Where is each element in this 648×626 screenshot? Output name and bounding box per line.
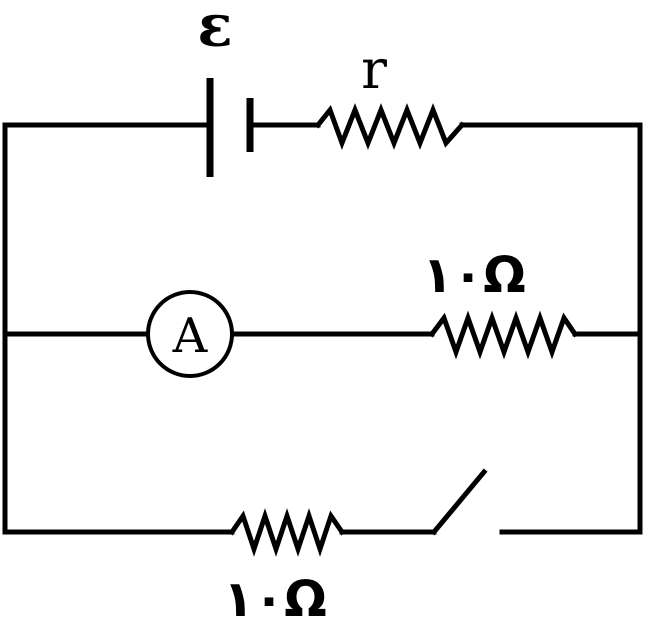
bottom-resistor xyxy=(228,508,346,557)
internal-resistor xyxy=(314,103,466,151)
right-wire xyxy=(459,122,643,535)
switch-lever xyxy=(430,468,488,536)
ammeter-circle xyxy=(146,290,234,378)
middle-resistor xyxy=(428,310,579,360)
middle-resistor-label: ١٠Ω xyxy=(422,246,526,304)
battery-symbol xyxy=(206,78,254,177)
wires xyxy=(2,122,643,535)
left-wire xyxy=(2,122,235,535)
ammeter-label: A xyxy=(172,308,209,364)
emf-label: ε xyxy=(197,0,232,60)
ammeter: A xyxy=(146,290,234,378)
internal-resistance-label: r xyxy=(361,38,387,101)
bottom-resistor-label: ١٠Ω xyxy=(223,570,327,626)
